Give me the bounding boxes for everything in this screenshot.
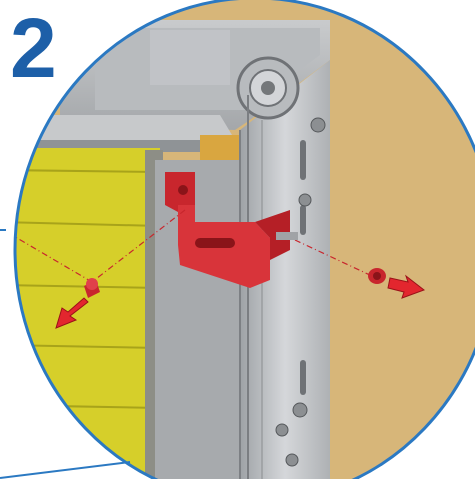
detail-circle-frame [13, 0, 475, 479]
screw-icon [84, 278, 100, 298]
guide-lines [15, 209, 373, 283]
step-number: 2 [10, 1, 57, 95]
bolt-shaft [276, 232, 298, 240]
leader-line [0, 461, 131, 479]
rail-slots [300, 140, 306, 395]
pulley-icon [236, 56, 300, 120]
lintel [20, 115, 235, 140]
screw-icon [368, 268, 386, 284]
wood-block [200, 135, 242, 160]
header-plate [150, 30, 230, 85]
removal-arrow-icon [387, 274, 426, 299]
guide-rail-side [155, 160, 240, 479]
removal-arrow-icon [55, 297, 89, 329]
bracket [165, 172, 290, 288]
bolt-icon [275, 117, 326, 467]
